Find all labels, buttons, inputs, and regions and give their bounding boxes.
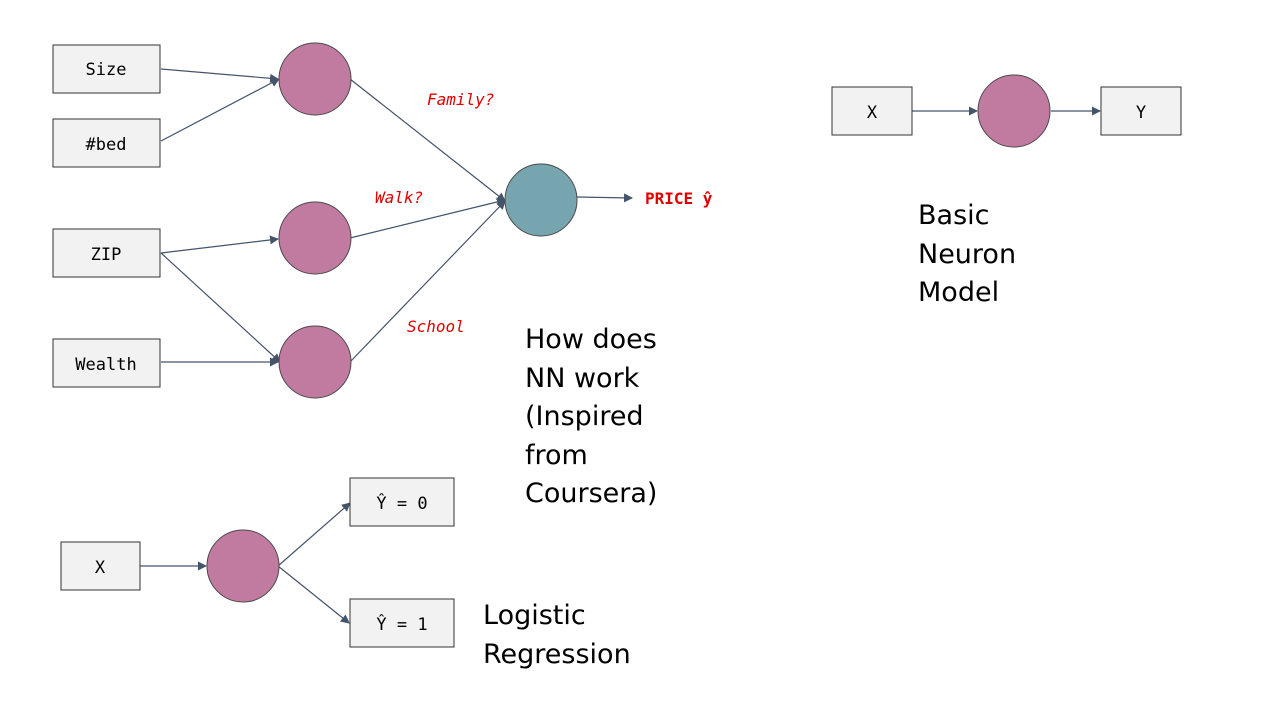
edge-label-school: School xyxy=(407,317,465,336)
caption-basic-neuron: Basic Neuron Model xyxy=(918,197,1016,313)
caption-nn-line: from xyxy=(525,439,588,471)
basic-output-label: Y xyxy=(1136,103,1146,123)
basic-output-box: Y xyxy=(1100,86,1182,136)
edge-label-family: Family? xyxy=(427,90,494,109)
edge-zip-to-hidden2 xyxy=(160,235,279,254)
logistic-output-box-1: Ŷ = 1 xyxy=(349,598,455,648)
edge-logistic-to-y1 xyxy=(277,565,350,624)
caption-nn-line: How does xyxy=(525,324,657,355)
hidden-node-walk xyxy=(278,201,352,275)
basic-input-label: X xyxy=(867,103,878,123)
logistic-output-label-1: Ŷ = 1 xyxy=(376,613,427,635)
caption-nn-line: NN work xyxy=(525,362,640,394)
caption-logistic-line: Logistic xyxy=(483,600,586,631)
input-label-zip: ZIP xyxy=(91,245,122,265)
edge-hidden1-to-output xyxy=(349,78,506,202)
logistic-diagram: X Ŷ = 0 Ŷ = 1 xyxy=(60,477,455,648)
edge-hidden2-to-output xyxy=(349,197,506,239)
input-box-wealth: Wealth xyxy=(52,338,161,388)
edge-zip-to-hidden3 xyxy=(160,252,281,363)
edge-size-to-hidden1 xyxy=(160,68,279,83)
basic-neuron-node xyxy=(977,74,1051,148)
basic-input-box: X xyxy=(831,86,913,136)
hidden-node-family xyxy=(278,42,352,116)
caption-nn-line: Coursera) xyxy=(525,478,658,509)
basic-neuron-diagram: X Y xyxy=(831,74,1182,148)
input-label-wealth: Wealth xyxy=(75,355,136,375)
input-box-zip: ZIP xyxy=(52,228,161,278)
caption-logistic: Logistic Regression xyxy=(483,597,631,674)
caption-logistic-line: Regression xyxy=(483,638,631,670)
edge-bed-to-hidden1 xyxy=(160,78,280,142)
input-box-size: Size xyxy=(52,44,161,94)
hidden-node-school xyxy=(278,325,352,399)
caption-basic-line: Neuron xyxy=(918,238,1017,270)
caption-nn: How does NN work (Inspired from Coursera… xyxy=(525,321,657,514)
caption-nn-line: (Inspired xyxy=(525,401,644,432)
nn-edges xyxy=(160,68,633,367)
edge-hidden3-to-output xyxy=(349,200,506,363)
edge-output-to-price xyxy=(576,193,633,203)
caption-basic-line: Model xyxy=(918,277,1000,308)
logistic-input-box: X xyxy=(60,541,141,591)
logistic-node xyxy=(206,529,280,603)
input-box-bed: #bed xyxy=(52,118,161,168)
caption-basic-line: Basic xyxy=(918,200,990,231)
input-label-size: Size xyxy=(86,60,127,80)
logistic-output-box-0: Ŷ = 0 xyxy=(349,477,455,527)
input-label-bed: #bed xyxy=(86,135,127,155)
edge-label-walk: Walk? xyxy=(375,188,423,207)
output-node xyxy=(504,163,578,237)
output-label-price: PRICE ŷ xyxy=(645,189,713,208)
logistic-output-label-0: Ŷ = 0 xyxy=(376,492,427,514)
edge-logistic-to-y0 xyxy=(277,502,351,567)
logistic-input-label: X xyxy=(95,558,106,578)
